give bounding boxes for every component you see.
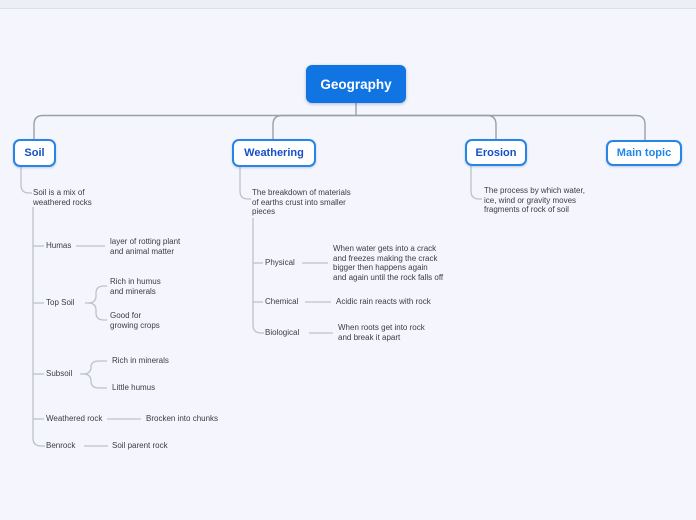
topsoil-note-2[interactable]: Good for growing crops — [110, 311, 160, 330]
node-geography-label: Geography — [320, 76, 392, 92]
node-weathering[interactable]: Weathering — [232, 139, 316, 167]
weathering-description[interactable]: The breakdown of materials of earths cru… — [252, 188, 351, 216]
wire-root-to-erosion — [356, 114, 497, 139]
soil-child-topsoil[interactable]: Top Soil — [46, 298, 75, 307]
wire-root-to-main-topic — [356, 114, 646, 140]
biological-note[interactable]: When roots get into rock and break it ap… — [338, 323, 425, 342]
benrock-note[interactable]: Soil parent rock — [112, 441, 168, 450]
wire-erosion-desc — [470, 166, 482, 200]
subsoil-note-1[interactable]: Rich in minerals — [112, 356, 169, 365]
humas-note[interactable]: layer of rotting plant and animal matter — [110, 237, 181, 256]
wire-subsoil-fork-down — [82, 373, 107, 389]
erosion-description[interactable]: The process by which water, ice, wind or… — [484, 186, 585, 214]
wire-soil-desc — [20, 167, 32, 194]
weathered-rock-note[interactable]: Brocken into chunks — [146, 414, 219, 423]
wire-topsoil-fork-down — [87, 302, 107, 321]
soil-child-benrock[interactable]: Benrock — [46, 441, 76, 450]
node-soil[interactable]: Soil — [13, 139, 56, 167]
wire-weathering-desc — [239, 167, 251, 200]
node-soil-label: Soil — [24, 147, 45, 159]
weathering-child-biological[interactable]: Biological — [265, 328, 300, 337]
wire-subsoil-fork-up — [80, 360, 107, 375]
weathering-child-physical[interactable]: Physical — [265, 258, 295, 267]
wire-soil-spine — [32, 207, 45, 447]
soil-child-weathered-rock[interactable]: Weathered rock — [46, 414, 103, 423]
soil-child-humas[interactable]: Humas — [46, 241, 72, 250]
wire-root-to-soil — [33, 114, 356, 139]
physical-note[interactable]: When water gets into a crack and freezes… — [333, 244, 444, 282]
wire-root-to-weathering — [272, 114, 356, 139]
node-erosion-label: Erosion — [475, 146, 517, 159]
soil-child-subsoil[interactable]: Subsoil — [46, 369, 73, 378]
node-weathering-label: Weathering — [244, 147, 304, 159]
node-geography[interactable]: Geography — [306, 65, 406, 103]
wire-topsoil-fork-up — [85, 285, 107, 304]
weathering-child-chemical[interactable]: Chemical — [265, 297, 299, 306]
node-main-topic[interactable]: Main topic — [606, 140, 682, 166]
node-main-topic-label: Main topic — [616, 147, 672, 159]
topsoil-note-1[interactable]: Rich in humus and minerals — [110, 277, 161, 296]
node-erosion[interactable]: Erosion — [465, 139, 527, 166]
wire-weathering-spine — [252, 218, 264, 334]
top-strip — [0, 0, 696, 9]
subsoil-note-2[interactable]: Little humus — [112, 383, 156, 392]
chemical-note[interactable]: Acidic rain reacts with rock — [336, 297, 431, 306]
soil-description[interactable]: Soil is a mix of weathered rocks — [33, 188, 92, 207]
